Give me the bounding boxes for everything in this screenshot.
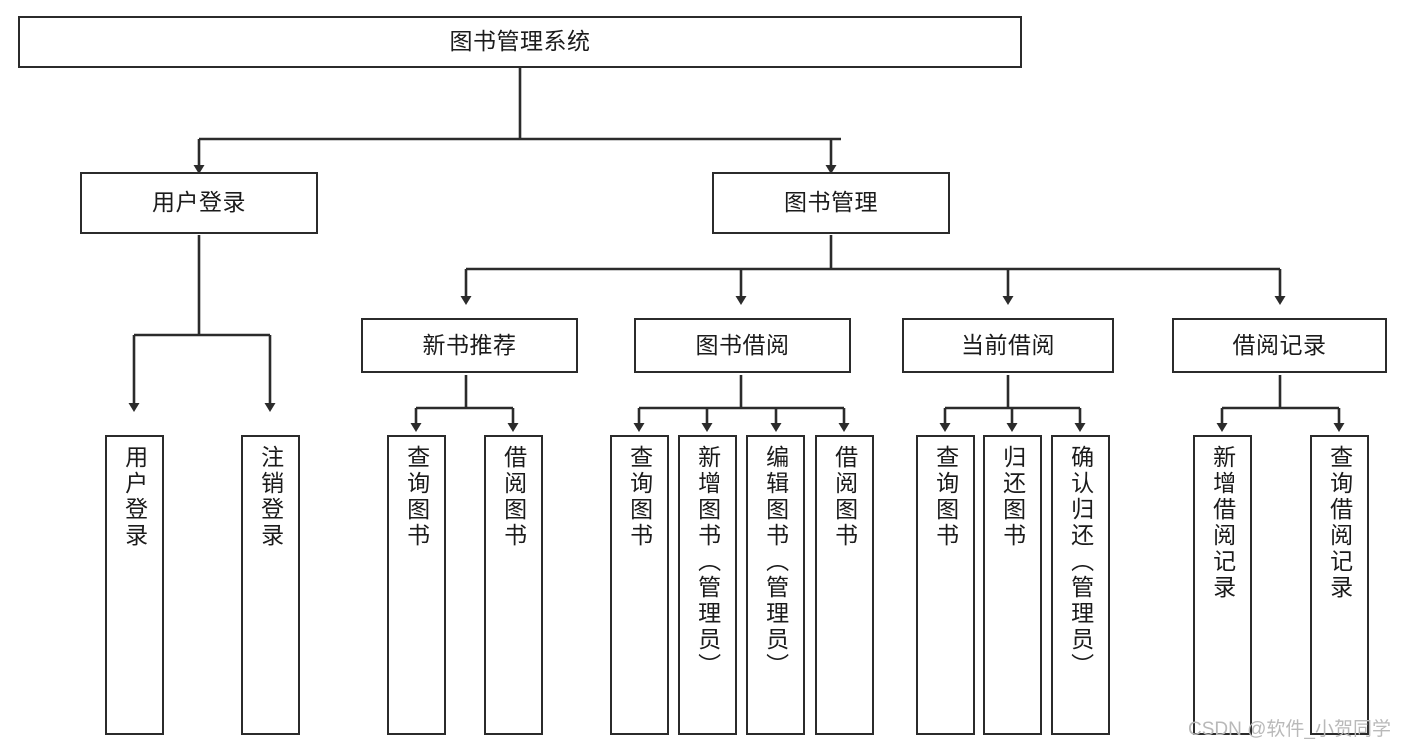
- node-leaf-confirm-return-label: 确认归还（管理员）: [1067, 445, 1094, 679]
- csdn-watermark: CSDN @软件_小贺同学: [1188, 719, 1391, 740]
- node-root-label: 图书管理系统: [449, 28, 591, 55]
- node-leaf-query-book-1[interactable]: 查询图书: [387, 435, 446, 735]
- node-root[interactable]: 图书管理系统: [18, 16, 1022, 68]
- node-leaf-add-record-label: 新增借阅记录: [1209, 445, 1236, 601]
- node-user-login-label: 用户登录: [152, 189, 246, 216]
- node-leaf-borrow-book-1[interactable]: 借阅图书: [484, 435, 543, 735]
- node-leaf-logout-login[interactable]: 注销登录: [241, 435, 300, 735]
- node-leaf-query-record-label: 查询借阅记录: [1326, 445, 1353, 601]
- node-new-book-recommend-label: 新书推荐: [422, 331, 517, 358]
- node-new-book-recommend[interactable]: 新书推荐: [361, 318, 578, 373]
- node-leaf-query-book-3-label: 查询图书: [932, 445, 959, 549]
- node-leaf-return-book[interactable]: 归还图书: [983, 435, 1042, 735]
- node-book-borrow-label: 图书借阅: [695, 331, 790, 358]
- node-current-borrow-label: 当前借阅: [961, 331, 1055, 358]
- node-book-manage-label: 图书管理: [784, 189, 878, 216]
- node-leaf-query-record[interactable]: 查询借阅记录: [1310, 435, 1369, 735]
- node-leaf-user-login-label: 用户登录: [121, 445, 148, 549]
- node-current-borrow[interactable]: 当前借阅: [902, 318, 1114, 373]
- node-book-manage[interactable]: 图书管理: [712, 172, 950, 234]
- node-leaf-user-login[interactable]: 用户登录: [105, 435, 164, 735]
- node-leaf-query-book-1-label: 查询图书: [403, 445, 430, 549]
- node-borrow-record[interactable]: 借阅记录: [1172, 318, 1387, 373]
- node-leaf-borrow-book-2[interactable]: 借阅图书: [815, 435, 874, 735]
- node-leaf-query-book-3[interactable]: 查询图书: [916, 435, 975, 735]
- node-user-login[interactable]: 用户登录: [80, 172, 318, 234]
- node-borrow-record-label: 借阅记录: [1232, 331, 1327, 358]
- node-leaf-borrow-book-1-label: 借阅图书: [500, 445, 527, 549]
- node-leaf-logout-login-label: 注销登录: [257, 445, 284, 549]
- node-leaf-query-book-2[interactable]: 查询图书: [610, 435, 669, 735]
- node-leaf-query-book-2-label: 查询图书: [626, 445, 653, 549]
- node-leaf-borrow-book-2-label: 借阅图书: [831, 445, 858, 549]
- node-leaf-add-book-label: 新增图书（管理员）: [694, 445, 721, 679]
- node-leaf-edit-book[interactable]: 编辑图书（管理员）: [746, 435, 805, 735]
- node-leaf-confirm-return[interactable]: 确认归还（管理员）: [1051, 435, 1110, 735]
- node-book-borrow[interactable]: 图书借阅: [634, 318, 851, 373]
- node-leaf-return-book-label: 归还图书: [999, 445, 1026, 549]
- node-leaf-add-book[interactable]: 新增图书（管理员）: [678, 435, 737, 735]
- node-leaf-add-record[interactable]: 新增借阅记录: [1193, 435, 1252, 735]
- node-leaf-edit-book-label: 编辑图书（管理员）: [762, 445, 789, 679]
